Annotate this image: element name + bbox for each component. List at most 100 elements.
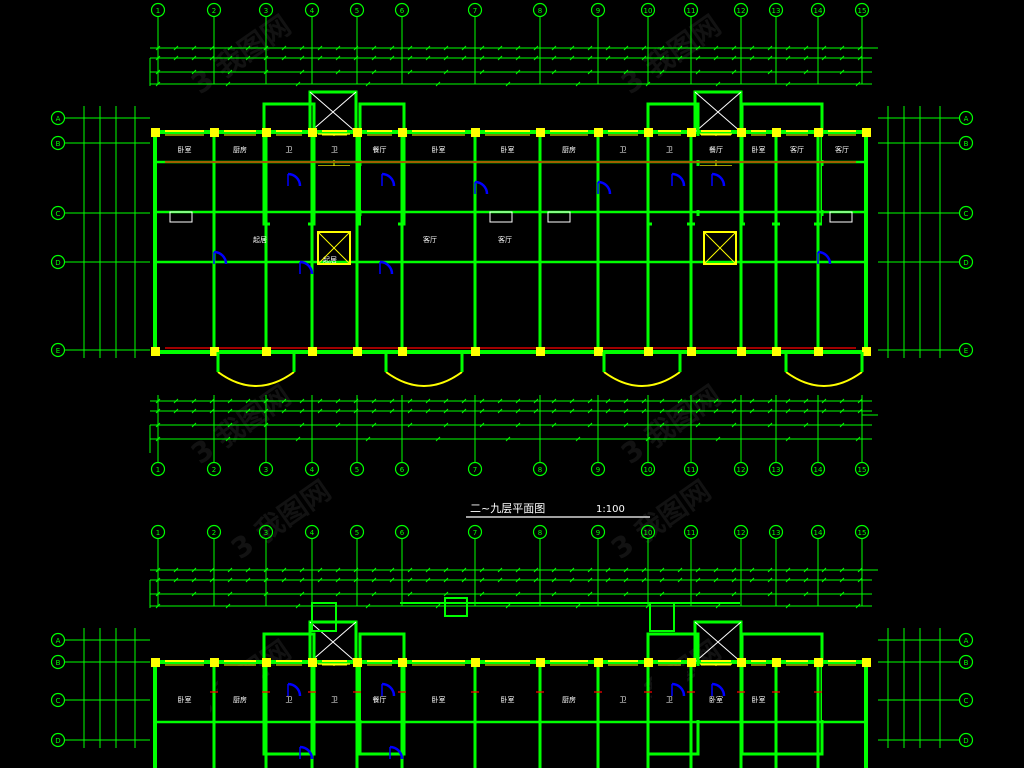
dimension-tick <box>749 577 755 583</box>
side-axis-0-label: A <box>964 115 969 123</box>
room-fill <box>316 666 353 720</box>
structural-column <box>353 658 362 667</box>
dimension-tick <box>677 577 683 583</box>
door-swing <box>711 172 726 187</box>
room-fill <box>270 266 308 346</box>
dimension-tick <box>335 577 341 583</box>
dimension-tick <box>569 55 575 61</box>
dimension-tick <box>839 69 845 75</box>
dimension-tick <box>281 45 287 51</box>
room-fill <box>361 136 398 160</box>
side-axis-0-bubble <box>50 110 66 126</box>
plan-title-group: 二~九层平面图 1:100 <box>466 502 650 518</box>
dimension-tick <box>227 591 233 597</box>
dimension-tick <box>731 55 737 61</box>
dimension-tick <box>389 398 395 404</box>
dimension-tick <box>641 567 647 573</box>
room-fill <box>544 266 594 346</box>
dimension-tick <box>299 408 305 414</box>
structural-column <box>210 658 219 667</box>
axis-15-label: 15 <box>858 466 867 474</box>
dimension-tick <box>479 591 485 597</box>
dimension-tick <box>839 45 845 51</box>
dimension-tick <box>605 398 611 404</box>
dimension-tick <box>295 81 301 87</box>
dimension-tick <box>821 567 827 573</box>
dimension-tick <box>645 436 651 442</box>
dimension-tick <box>389 55 395 61</box>
dimension-tick <box>587 398 593 404</box>
side-axis-0-bubble <box>958 110 974 126</box>
dimension-tick <box>749 567 755 573</box>
dimension-tick <box>407 69 413 75</box>
dimension-tick <box>335 69 341 75</box>
dimension-tick <box>479 69 485 75</box>
axis-3-bubble <box>258 461 274 477</box>
dimension-tick <box>677 55 683 61</box>
dimension-tick <box>353 408 359 414</box>
dimension-tick <box>623 45 629 51</box>
dimension-tick <box>623 422 629 428</box>
side-axis-2-bubble <box>958 692 974 708</box>
side-axis-1-bubble <box>958 135 974 151</box>
dimension-tick <box>659 577 665 583</box>
axis-9-label: 9 <box>596 7 600 15</box>
side-axis-4-label: E <box>56 347 60 355</box>
room-fill <box>159 136 210 160</box>
room-label: 客厅 <box>835 145 849 154</box>
room-fill <box>479 136 536 160</box>
dimension-tick <box>641 577 647 583</box>
room-label: 客厅 <box>790 145 804 154</box>
dimension-tick <box>155 55 161 61</box>
dimension-tick <box>505 436 511 442</box>
room-fill <box>822 136 862 160</box>
room-label: 厨房 <box>562 145 576 154</box>
dimension-tick <box>551 45 557 51</box>
room-fill <box>406 666 471 720</box>
dimension-tick <box>857 45 863 51</box>
dimension-tick <box>641 398 647 404</box>
door-swing <box>711 682 726 697</box>
axis-9-bubble <box>590 524 606 540</box>
dimension-tick <box>767 408 773 414</box>
dimension-tick <box>299 591 305 597</box>
fixture <box>547 211 571 223</box>
room-fill <box>695 666 737 720</box>
room-label: 起居 <box>253 236 267 244</box>
structural-column <box>151 347 160 356</box>
dimension-tick <box>299 69 305 75</box>
dimension-tick <box>443 408 449 414</box>
axis-4-label: 4 <box>310 466 315 474</box>
axis-5-label: 5 <box>355 529 359 537</box>
dimension-tick <box>821 408 827 414</box>
room-fill <box>652 136 687 160</box>
structural-column <box>644 658 653 667</box>
dimension-tick <box>605 567 611 573</box>
axis-14-bubble <box>810 524 826 540</box>
dimension-tick <box>551 567 557 573</box>
axis-11-bubble <box>683 524 699 540</box>
dimension-tick <box>371 398 377 404</box>
dimension-tick <box>855 436 861 442</box>
structural-column <box>772 128 781 137</box>
dimension-tick <box>785 398 791 404</box>
dimension-tick <box>155 591 161 597</box>
side-axis-2-label: C <box>964 210 969 218</box>
structural-column <box>210 347 219 356</box>
structural-column <box>398 347 407 356</box>
axis-4-label: 4 <box>310 7 315 15</box>
room-fill <box>745 266 772 346</box>
axis-14-label: 14 <box>814 529 823 537</box>
axis-2-label: 2 <box>212 529 216 537</box>
dimension-tick <box>533 577 539 583</box>
dimension-tick <box>839 577 845 583</box>
dimension-tick <box>353 398 359 404</box>
dimension-tick <box>497 398 503 404</box>
room-fill <box>159 166 210 210</box>
dimension-tick <box>575 436 581 442</box>
dimension-tick <box>461 577 467 583</box>
door-swing <box>213 250 228 265</box>
dimension-tick <box>515 398 521 404</box>
dimension-tick <box>695 55 701 61</box>
dimension-tick <box>407 591 413 597</box>
